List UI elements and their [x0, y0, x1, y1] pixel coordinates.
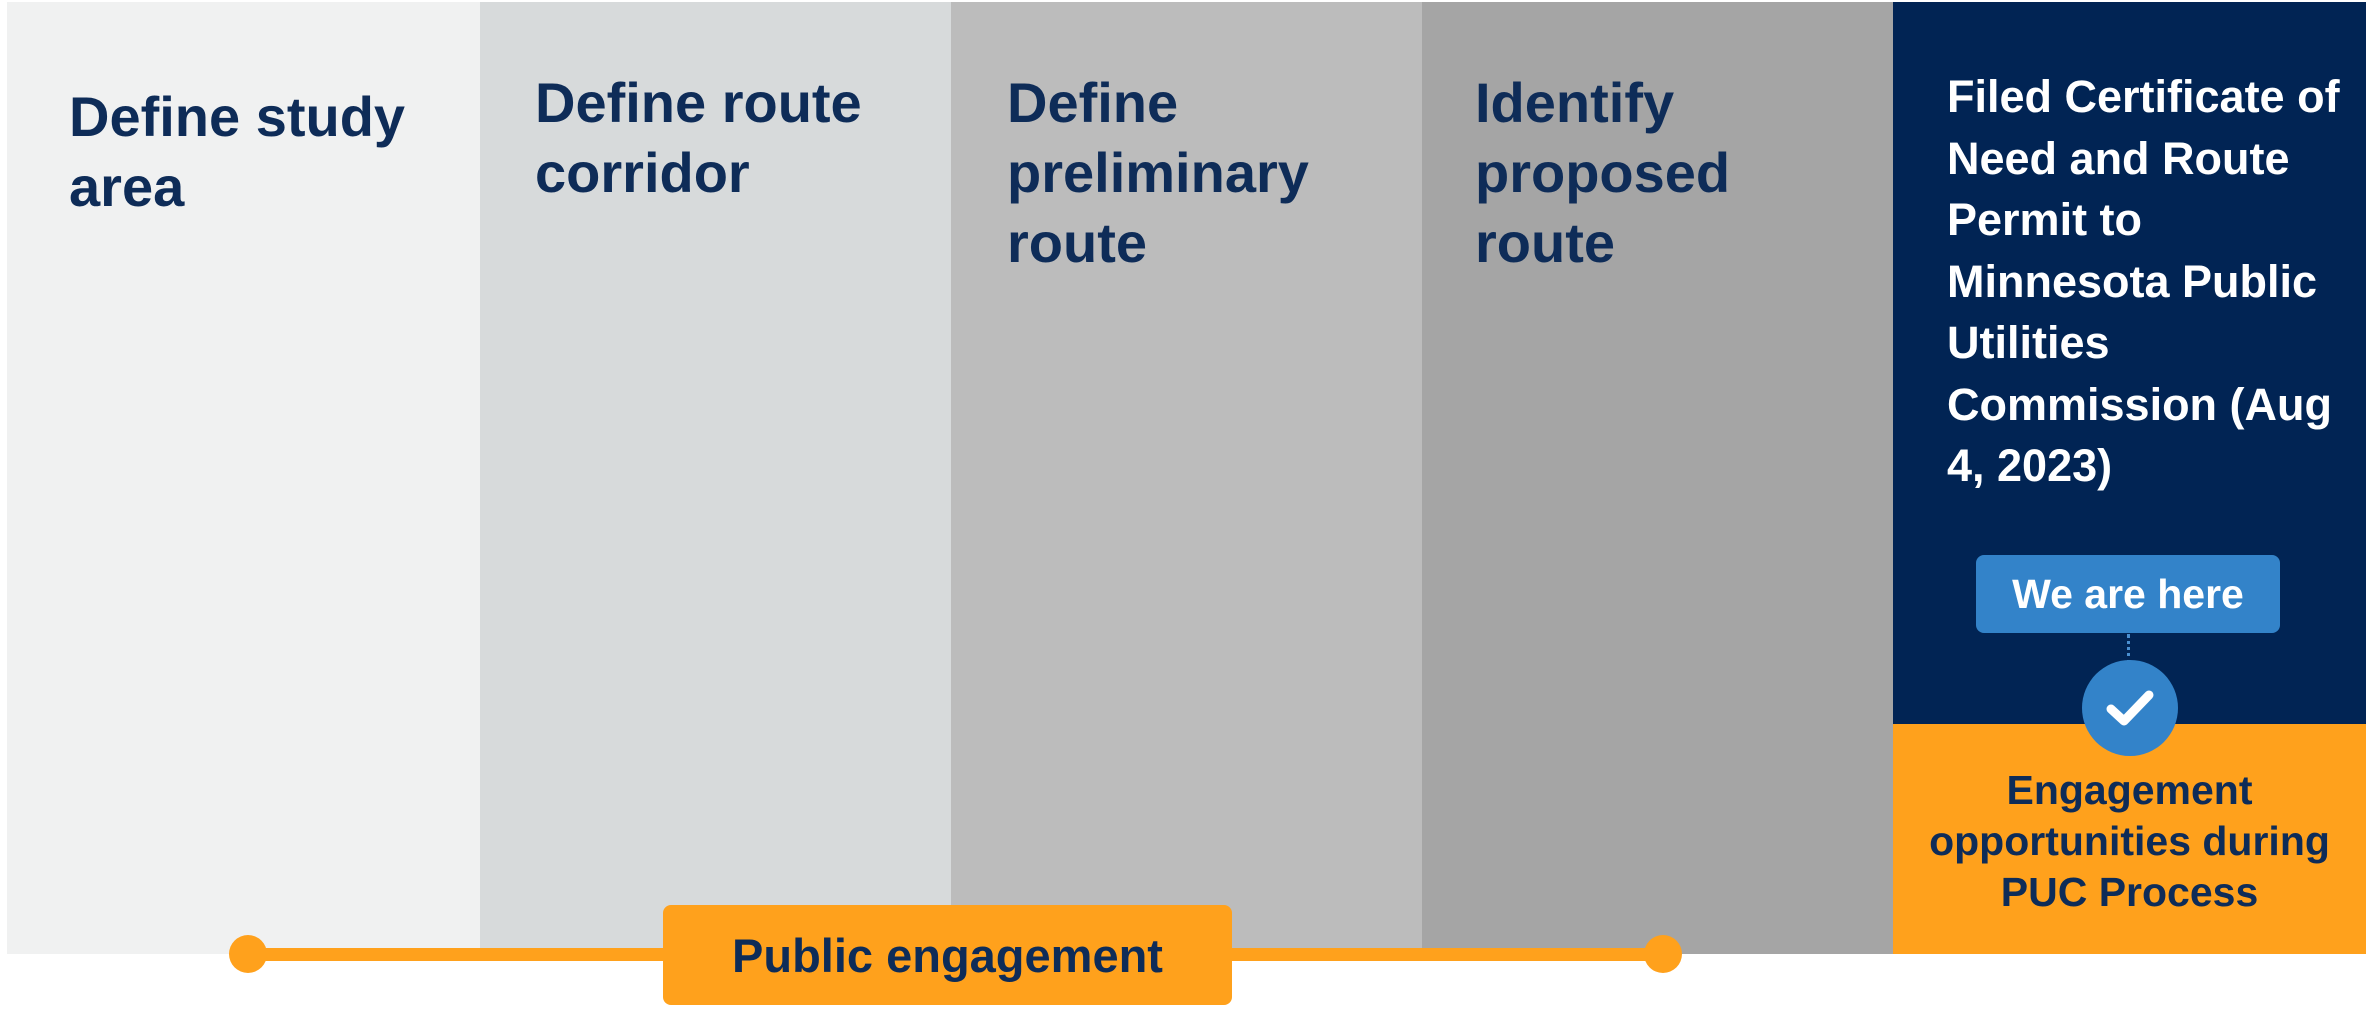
- puc-engagement-box: [1893, 724, 2366, 954]
- stage-define-route-corridor: [480, 2, 951, 954]
- stage-identify-proposed-route: [1422, 2, 1893, 954]
- stage-title: Define study area: [69, 85, 406, 218]
- stage-title: Define preliminary route: [1007, 71, 1309, 274]
- stage-title: Identify proposed route: [1475, 71, 1731, 274]
- stage-define-study-area: [7, 2, 480, 954]
- stage-title: Define route corridor: [535, 71, 862, 204]
- timeline-start-dot: [229, 935, 267, 973]
- stage-define-preliminary-route: [951, 2, 1422, 954]
- stage-title-current: Filed Certificate of Need and Route Perm…: [1947, 71, 2340, 491]
- we-are-here-badge: We are here: [1976, 555, 2280, 633]
- connector-dotted-line: [2127, 634, 2130, 664]
- timeline-end-dot: [1644, 935, 1682, 973]
- check-icon: [2082, 660, 2178, 756]
- puc-engagement-label: Engagement opportunities during PUC Proc…: [1929, 767, 2330, 915]
- public-engagement-label: Public engagement: [663, 905, 1232, 1005]
